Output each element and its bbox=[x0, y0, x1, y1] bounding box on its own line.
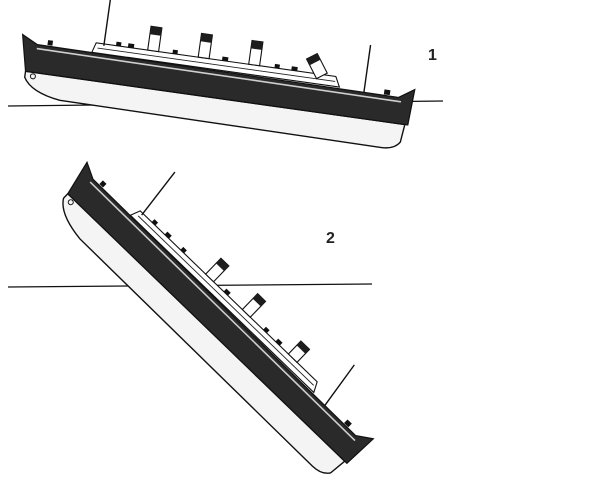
ship-2-deck-line bbox=[137, 215, 314, 386]
ship-1-deck-fittings bbox=[29, 40, 391, 96]
panel-1-label: 1 bbox=[428, 47, 437, 64]
ship-1-hull-band bbox=[21, 33, 416, 126]
ship-1-deck-line bbox=[97, 47, 336, 82]
panel-2: 2 bbox=[7, 160, 375, 474]
ship-2-deck-fittings bbox=[67, 180, 352, 428]
ship-1-fore-mast bbox=[103, 0, 112, 47]
ship-1-funnel-1 bbox=[147, 25, 163, 53]
ship-2-lower-hull bbox=[62, 192, 346, 474]
ship-2-hull-band bbox=[67, 160, 375, 465]
ship-2-funnel-3 bbox=[241, 292, 267, 318]
ship-2-fore-mast bbox=[141, 171, 176, 216]
ship-2-funnel-2 bbox=[204, 257, 230, 283]
ship-1-strake bbox=[36, 47, 402, 103]
ship-1-funnel-4-falling bbox=[305, 52, 328, 80]
ship-2-funnel-4 bbox=[287, 340, 311, 364]
ship-1-lower-hull bbox=[23, 70, 406, 149]
ship-1 bbox=[21, 0, 416, 149]
ship-2-aft-mast bbox=[324, 364, 355, 407]
ship-2-superstructure bbox=[129, 210, 318, 394]
panel-1: 1 bbox=[7, 0, 444, 149]
ship-2 bbox=[62, 160, 375, 474]
ship-1-funnel-3 bbox=[248, 39, 264, 67]
ship-1-aft-mast bbox=[363, 44, 372, 93]
ship-1-funnel-2 bbox=[197, 32, 214, 60]
ship-2-strake bbox=[89, 181, 356, 442]
panel-2-label: 2 bbox=[326, 230, 335, 247]
